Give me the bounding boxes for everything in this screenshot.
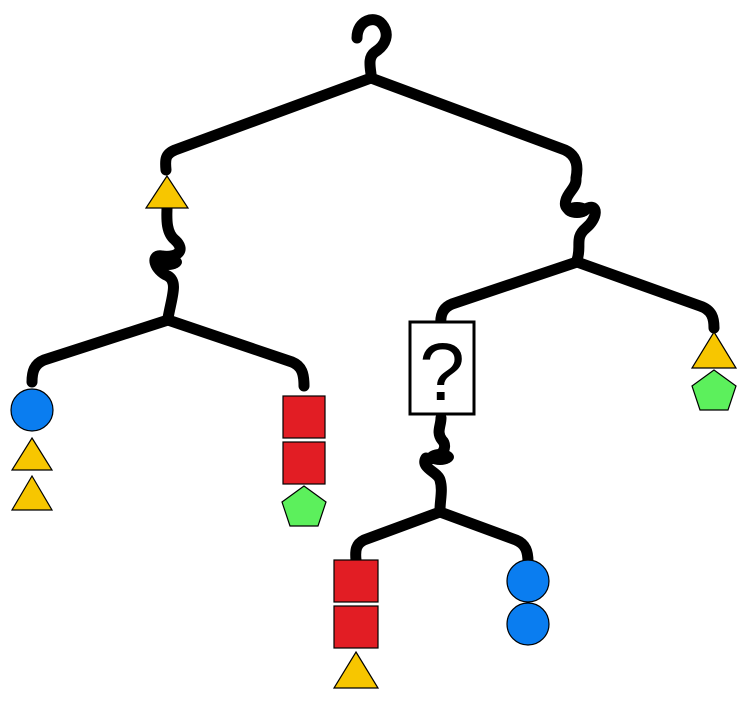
square-icon (333, 605, 379, 649)
triangle-icon (332, 650, 380, 689)
square-icon (282, 395, 326, 439)
group-left-left (10, 388, 54, 511)
triangle-icon (690, 330, 738, 369)
triangle-icon (144, 174, 190, 209)
knot-right (563, 202, 591, 218)
group-middle-right (506, 559, 550, 646)
knot-left (154, 254, 182, 270)
triangle-icon (10, 474, 54, 511)
main-bar (160, 72, 583, 184)
square-icon (282, 441, 326, 485)
circle-icon (506, 559, 550, 603)
pentagon-icon (281, 485, 327, 527)
left-branch (26, 202, 310, 392)
mystery-box: ? (408, 320, 476, 418)
group-left-right (281, 395, 327, 527)
pentagon-icon (691, 369, 737, 411)
knot-middle (426, 449, 454, 465)
triangle-icon (10, 436, 54, 471)
group-middle-left (332, 559, 380, 689)
top-hook (351, 14, 392, 80)
square-icon (333, 559, 379, 603)
middle-branch (350, 412, 534, 568)
group-right-right (690, 330, 738, 411)
circle-icon (10, 388, 54, 432)
circle-icon (506, 602, 550, 646)
mystery-box-label: ? (419, 327, 465, 418)
